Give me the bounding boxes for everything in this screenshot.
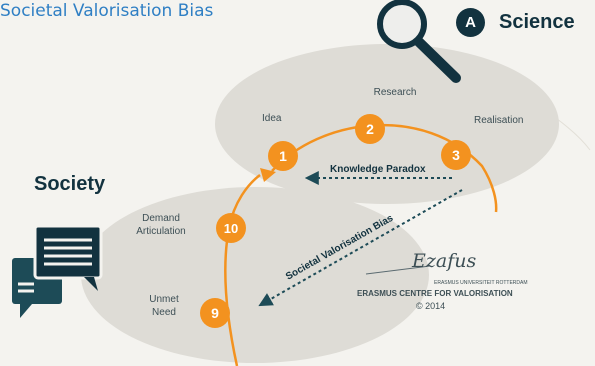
documents-icon	[12, 224, 103, 318]
erasmus-logo: Ezafus ERASMUS UNIVERSITEIT ROTTERDAM ER…	[357, 250, 528, 311]
stage-label-unmet-line1: Unmet	[149, 294, 179, 305]
cycle-arc	[271, 123, 498, 213]
stage-number-2: 2	[366, 121, 374, 137]
stage-label-unmet-line2: Need	[152, 307, 176, 318]
stage-node-1: 1	[268, 141, 298, 171]
stage-number-1: 1	[279, 148, 287, 164]
stage-number-3: 3	[452, 147, 460, 163]
stage-number-9: 9	[211, 305, 219, 321]
section-badge: A	[456, 7, 485, 37]
stage-label-demand-line2: Articulation	[136, 226, 185, 237]
logo-year: © 2014	[416, 301, 445, 311]
stage-node-2: 2	[355, 114, 385, 144]
magnifier-icon	[377, 0, 461, 83]
stage-label-research: Research	[374, 87, 417, 98]
section-label: Science	[499, 10, 575, 33]
stage-label-realisation: Realisation	[474, 115, 523, 126]
knowledge-paradox-label: Knowledge Paradox	[330, 164, 426, 175]
society-label: Society	[34, 173, 106, 195]
section-header: A Science	[456, 4, 575, 40]
cycle-arrowhead	[260, 168, 276, 182]
stage-label-idea: Idea	[262, 113, 282, 124]
society-ellipse	[81, 187, 429, 363]
page-title: Societal Valorisation Bias	[0, 1, 214, 21]
stage-number-10: 10	[224, 221, 238, 236]
stage-node-3: 3	[441, 140, 471, 170]
logo-signature: Ezafus	[411, 250, 476, 272]
stage-node-10: 10	[216, 213, 246, 243]
stage-node-9: 9	[200, 298, 230, 328]
logo-centre: ERASMUS CENTRE FOR VALORISATION	[357, 289, 513, 298]
stage-label-demand-line1: Demand	[142, 213, 180, 224]
logo-university: ERASMUS UNIVERSITEIT ROTTERDAM	[434, 280, 528, 286]
societal-bias-arrow	[258, 189, 463, 307]
